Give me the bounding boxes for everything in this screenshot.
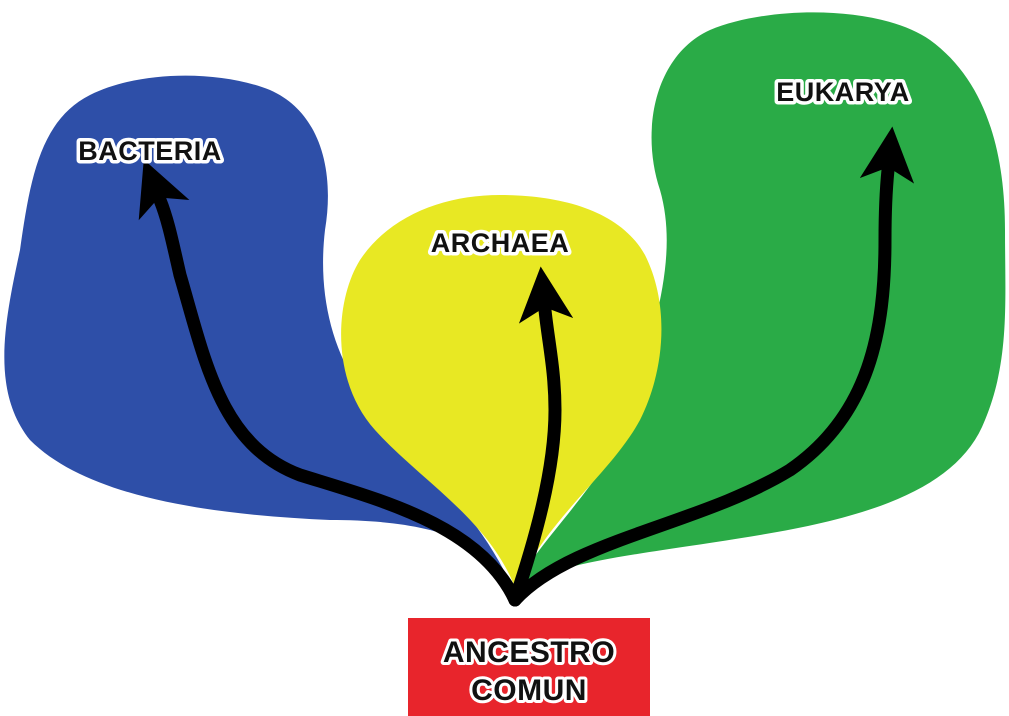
ancestor-label-line2: COMUN <box>471 674 587 707</box>
ancestor-label-line1: ANCESTRO <box>443 636 615 669</box>
label-archaea: ARCHAEA <box>431 228 570 258</box>
label-bacteria: BACTERIA <box>78 136 222 166</box>
label-eukarya: EUKARYA <box>776 77 910 107</box>
